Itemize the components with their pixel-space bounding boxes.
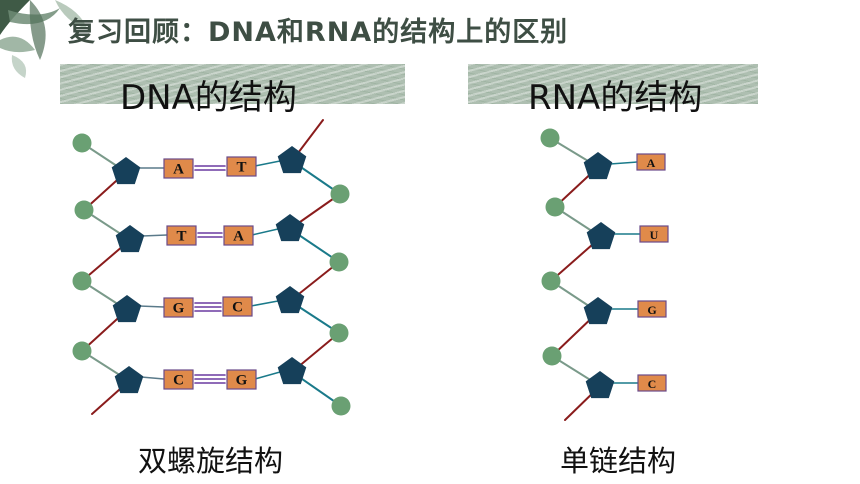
dna-base-t (226, 156, 257, 177)
dna-phosphate (331, 396, 351, 416)
dna-phosphate (74, 200, 94, 220)
rna-heading-banner (468, 64, 758, 104)
dna-phosphate (329, 252, 349, 272)
dna-base-t (166, 225, 197, 246)
rna-ribose-sugar (586, 222, 616, 250)
rna-base-c (637, 374, 667, 392)
rna-caption: 单链结构 (560, 444, 677, 478)
dna-base-c (222, 296, 253, 317)
dna-deoxyribose-sugar (115, 225, 145, 253)
page-title: 复习回顾：DNA和RNA的结构上的区别 (68, 17, 569, 48)
dna-base-t-label: T (236, 160, 246, 176)
rna-base-g (637, 300, 667, 318)
dna-sugar-base-link (138, 305, 165, 308)
dna-base-g (226, 369, 257, 390)
dna-phosphate (330, 184, 350, 204)
dna-deoxyribose-sugar (275, 214, 305, 242)
dna-deoxyribose-sugar (112, 295, 142, 323)
rna-ribose-sugar (585, 371, 615, 399)
dna-sugar-base-link (251, 228, 279, 236)
dna-heading-banner (60, 64, 405, 104)
dna-base-a (223, 225, 254, 246)
dna-phosphate (329, 323, 349, 343)
dna-deoxyribose-sugar (114, 366, 144, 394)
dna-base-a (163, 158, 194, 179)
dna-deoxyribose-sugar (275, 286, 305, 314)
rna-phosphate (540, 128, 560, 148)
dna-sugar-base-link (250, 300, 279, 307)
dna-structure-heading: DNA的结构 (120, 78, 297, 118)
dna-base-c-label: C (173, 373, 184, 389)
rna-ribose-sugar (583, 152, 613, 180)
dna-base-a-label: A (233, 229, 244, 245)
dna-phosphate (72, 341, 92, 361)
rna-ribose-base-link (609, 161, 638, 165)
rna-base-a (636, 153, 666, 171)
dna-phosphate (72, 271, 92, 291)
dna-base-g-label: G (173, 301, 185, 317)
dna-base-t-label: T (176, 229, 186, 245)
rna-phosphate (545, 197, 565, 217)
dna-caption: 双螺旋结构 (138, 444, 284, 478)
rna-ribose-sugar (583, 297, 613, 325)
rna-base-u (639, 225, 669, 243)
rna-phosphate (542, 346, 562, 366)
rna-base-c-label: C (648, 377, 657, 391)
dna-sugar-base-link (141, 234, 168, 237)
rna-base-u-label: U (650, 228, 659, 242)
rna-structure-heading: RNA的结构 (528, 78, 703, 118)
dna-deoxyribose-sugar (277, 357, 307, 385)
rna-base-g-label: G (647, 303, 656, 317)
dna-base-c (163, 369, 194, 390)
dna-sugar-base-link (254, 371, 281, 380)
dna-sugar-base-link (254, 160, 281, 167)
rna-phosphate (541, 271, 561, 291)
dna-phosphate (72, 133, 92, 153)
leaf-decoration (0, 0, 88, 78)
dna-sugar-base-link (140, 376, 165, 380)
dna-deoxyribose-sugar (111, 157, 141, 185)
dna-deoxyribose-sugar (277, 146, 307, 174)
dna-base-g-label: G (236, 373, 248, 389)
dna-base-c-label: C (232, 300, 243, 316)
dna-base-a-label: A (173, 162, 184, 178)
dna-base-g (163, 297, 194, 318)
rna-base-a-label: A (647, 156, 656, 170)
